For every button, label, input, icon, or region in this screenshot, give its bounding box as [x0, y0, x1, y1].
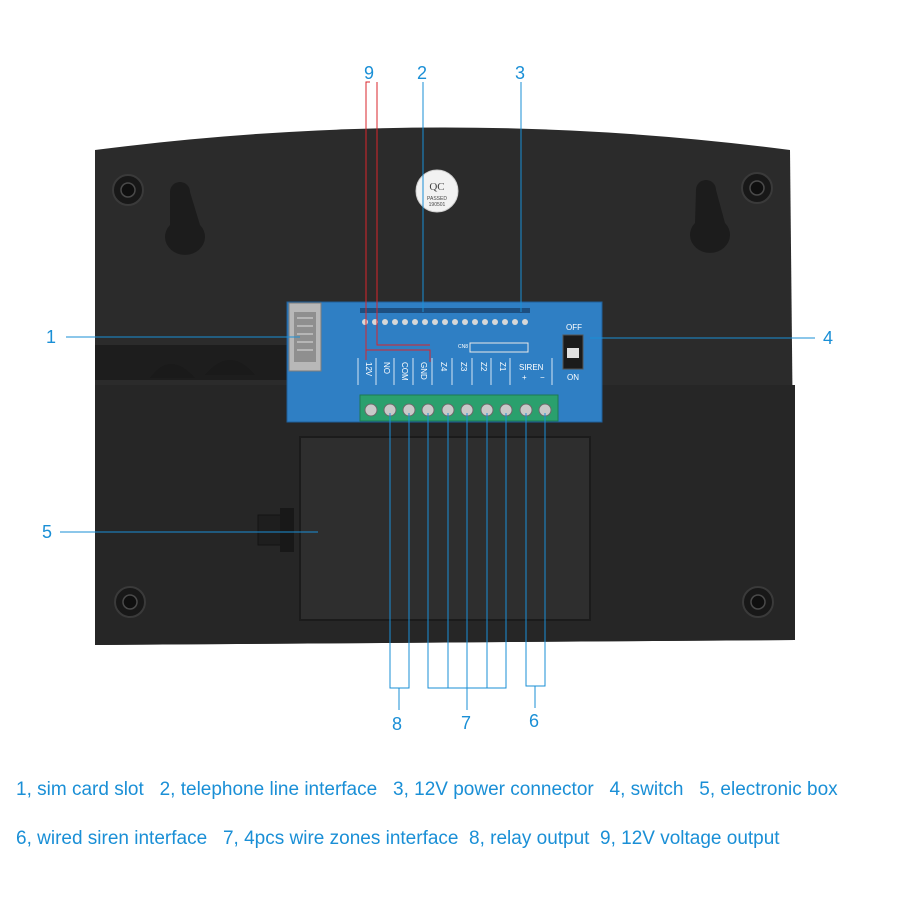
siren-plus-label: +	[522, 373, 527, 382]
electronic-box	[257, 436, 591, 621]
switch-on-label: ON	[567, 373, 579, 382]
legend-line-1: 1, sim card slot 2, telephone line inter…	[16, 779, 838, 800]
screw-top-right	[741, 172, 773, 204]
terminal-block	[359, 394, 559, 422]
terminal-labels: 12V NO COM GND Z4 Z3 Z2 Z1 SIREN + −	[364, 362, 545, 382]
terminal-label-no: NO	[382, 362, 391, 374]
small-connector	[469, 342, 529, 353]
terminal-label-z3: Z3	[459, 362, 468, 372]
siren-minus-label: −	[540, 373, 545, 382]
callout-7: 7	[461, 713, 471, 733]
callout-8: 8	[392, 714, 402, 734]
terminal-label-z2: Z2	[479, 362, 488, 372]
callout-3: 3	[515, 63, 525, 83]
screw-bottom-left	[114, 586, 146, 618]
callout-leaders	[60, 82, 815, 710]
screw-bottom-right	[742, 586, 774, 618]
qc-sticker: QC PASSED 190501	[415, 169, 459, 213]
callout-2: 2	[417, 63, 427, 83]
legend-line-2: 6, wired siren interface 7, 4pcs wire zo…	[16, 828, 780, 849]
qc-sticker-line1: PASSED	[427, 196, 447, 202]
switch-off-label: OFF	[566, 323, 582, 332]
terminal-label-com: COM	[400, 362, 409, 381]
terminal-label-z1: Z1	[498, 362, 507, 372]
terminal-label-12v: 12V	[364, 362, 373, 377]
callout-4: 4	[823, 328, 833, 348]
qc-sticker-title: QC	[429, 181, 444, 193]
terminal-label-z4: Z4	[439, 362, 448, 372]
terminal-label-siren: SIREN	[519, 363, 544, 372]
circuit-board: CN8 OFF ON 12V NO COM GND Z4 Z3 Z2	[286, 301, 603, 423]
keyhole-mount-left	[164, 182, 205, 255]
connector-label: CN8	[458, 344, 468, 350]
screw-top-left	[112, 174, 144, 206]
callout-5: 5	[42, 522, 52, 542]
pin-header-row	[362, 319, 528, 325]
callout-1: 1	[46, 327, 56, 347]
qc-sticker-line2: 190501	[429, 202, 446, 208]
callout-9: 9	[364, 63, 374, 83]
callout-9-leader	[365, 81, 431, 362]
label-dividers	[357, 358, 553, 385]
callout-6: 6	[529, 711, 539, 731]
terminal-label-gnd: GND	[419, 362, 428, 380]
power-switch: OFF ON	[562, 323, 584, 382]
keyhole-mount-right	[689, 180, 730, 253]
